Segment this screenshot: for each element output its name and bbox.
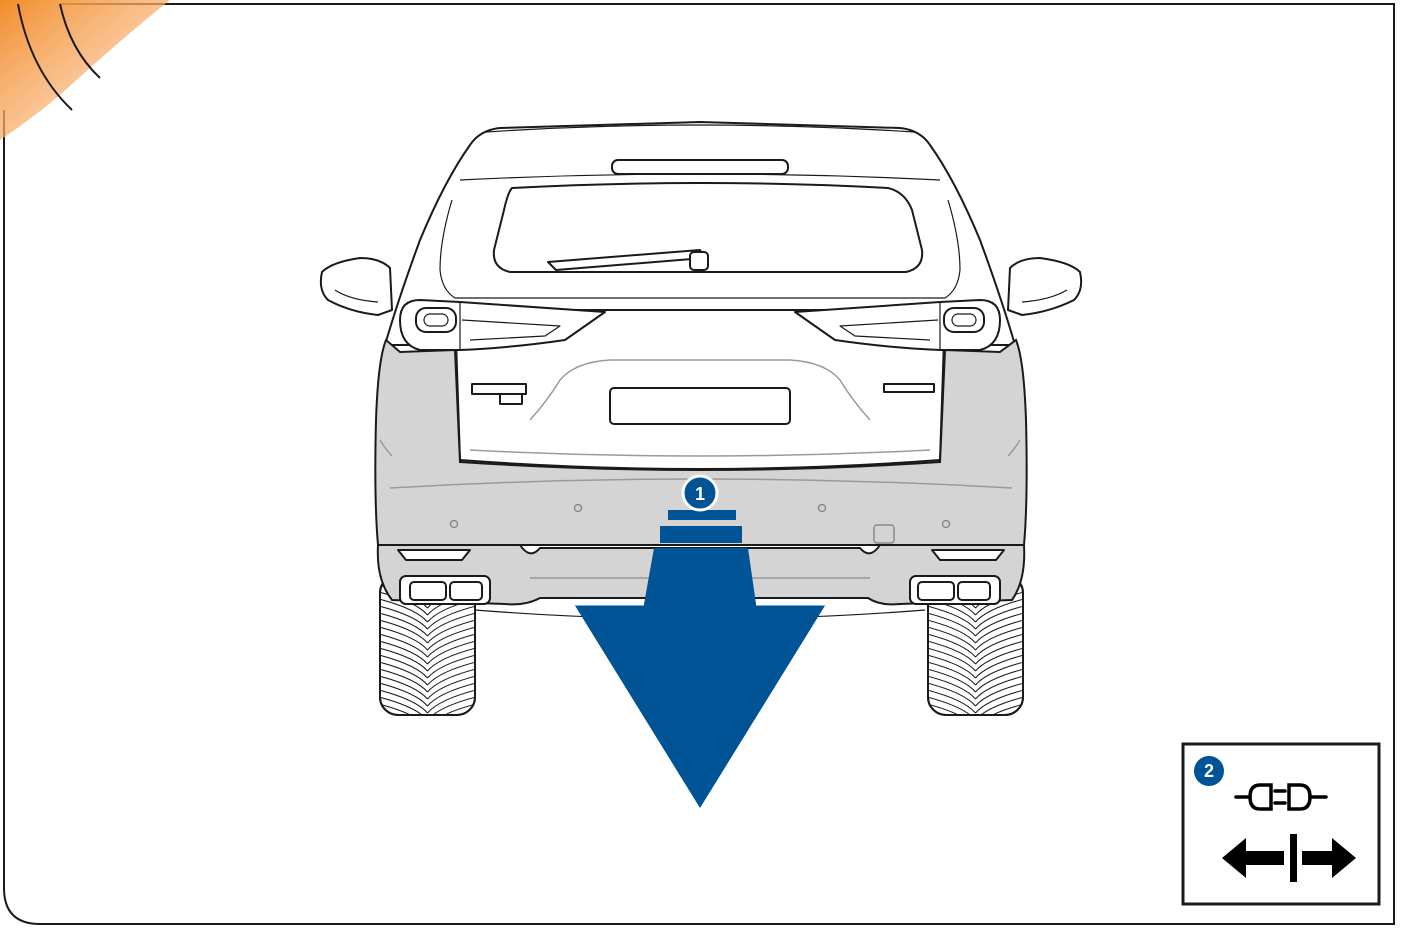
callout-1-number: 1 (695, 484, 705, 504)
vehicle-body-upper (385, 122, 1015, 469)
left-exhaust (400, 576, 490, 604)
left-mirror (321, 258, 392, 315)
right-mirror (1008, 258, 1081, 315)
callout-2-badge: 2 (1194, 756, 1224, 786)
right-exhaust (910, 576, 1000, 604)
callout-1-badge: 1 (683, 476, 717, 510)
callout-2-number: 2 (1204, 761, 1214, 781)
corner-tab (0, 0, 170, 140)
symbol-box: 2 (1183, 744, 1379, 904)
